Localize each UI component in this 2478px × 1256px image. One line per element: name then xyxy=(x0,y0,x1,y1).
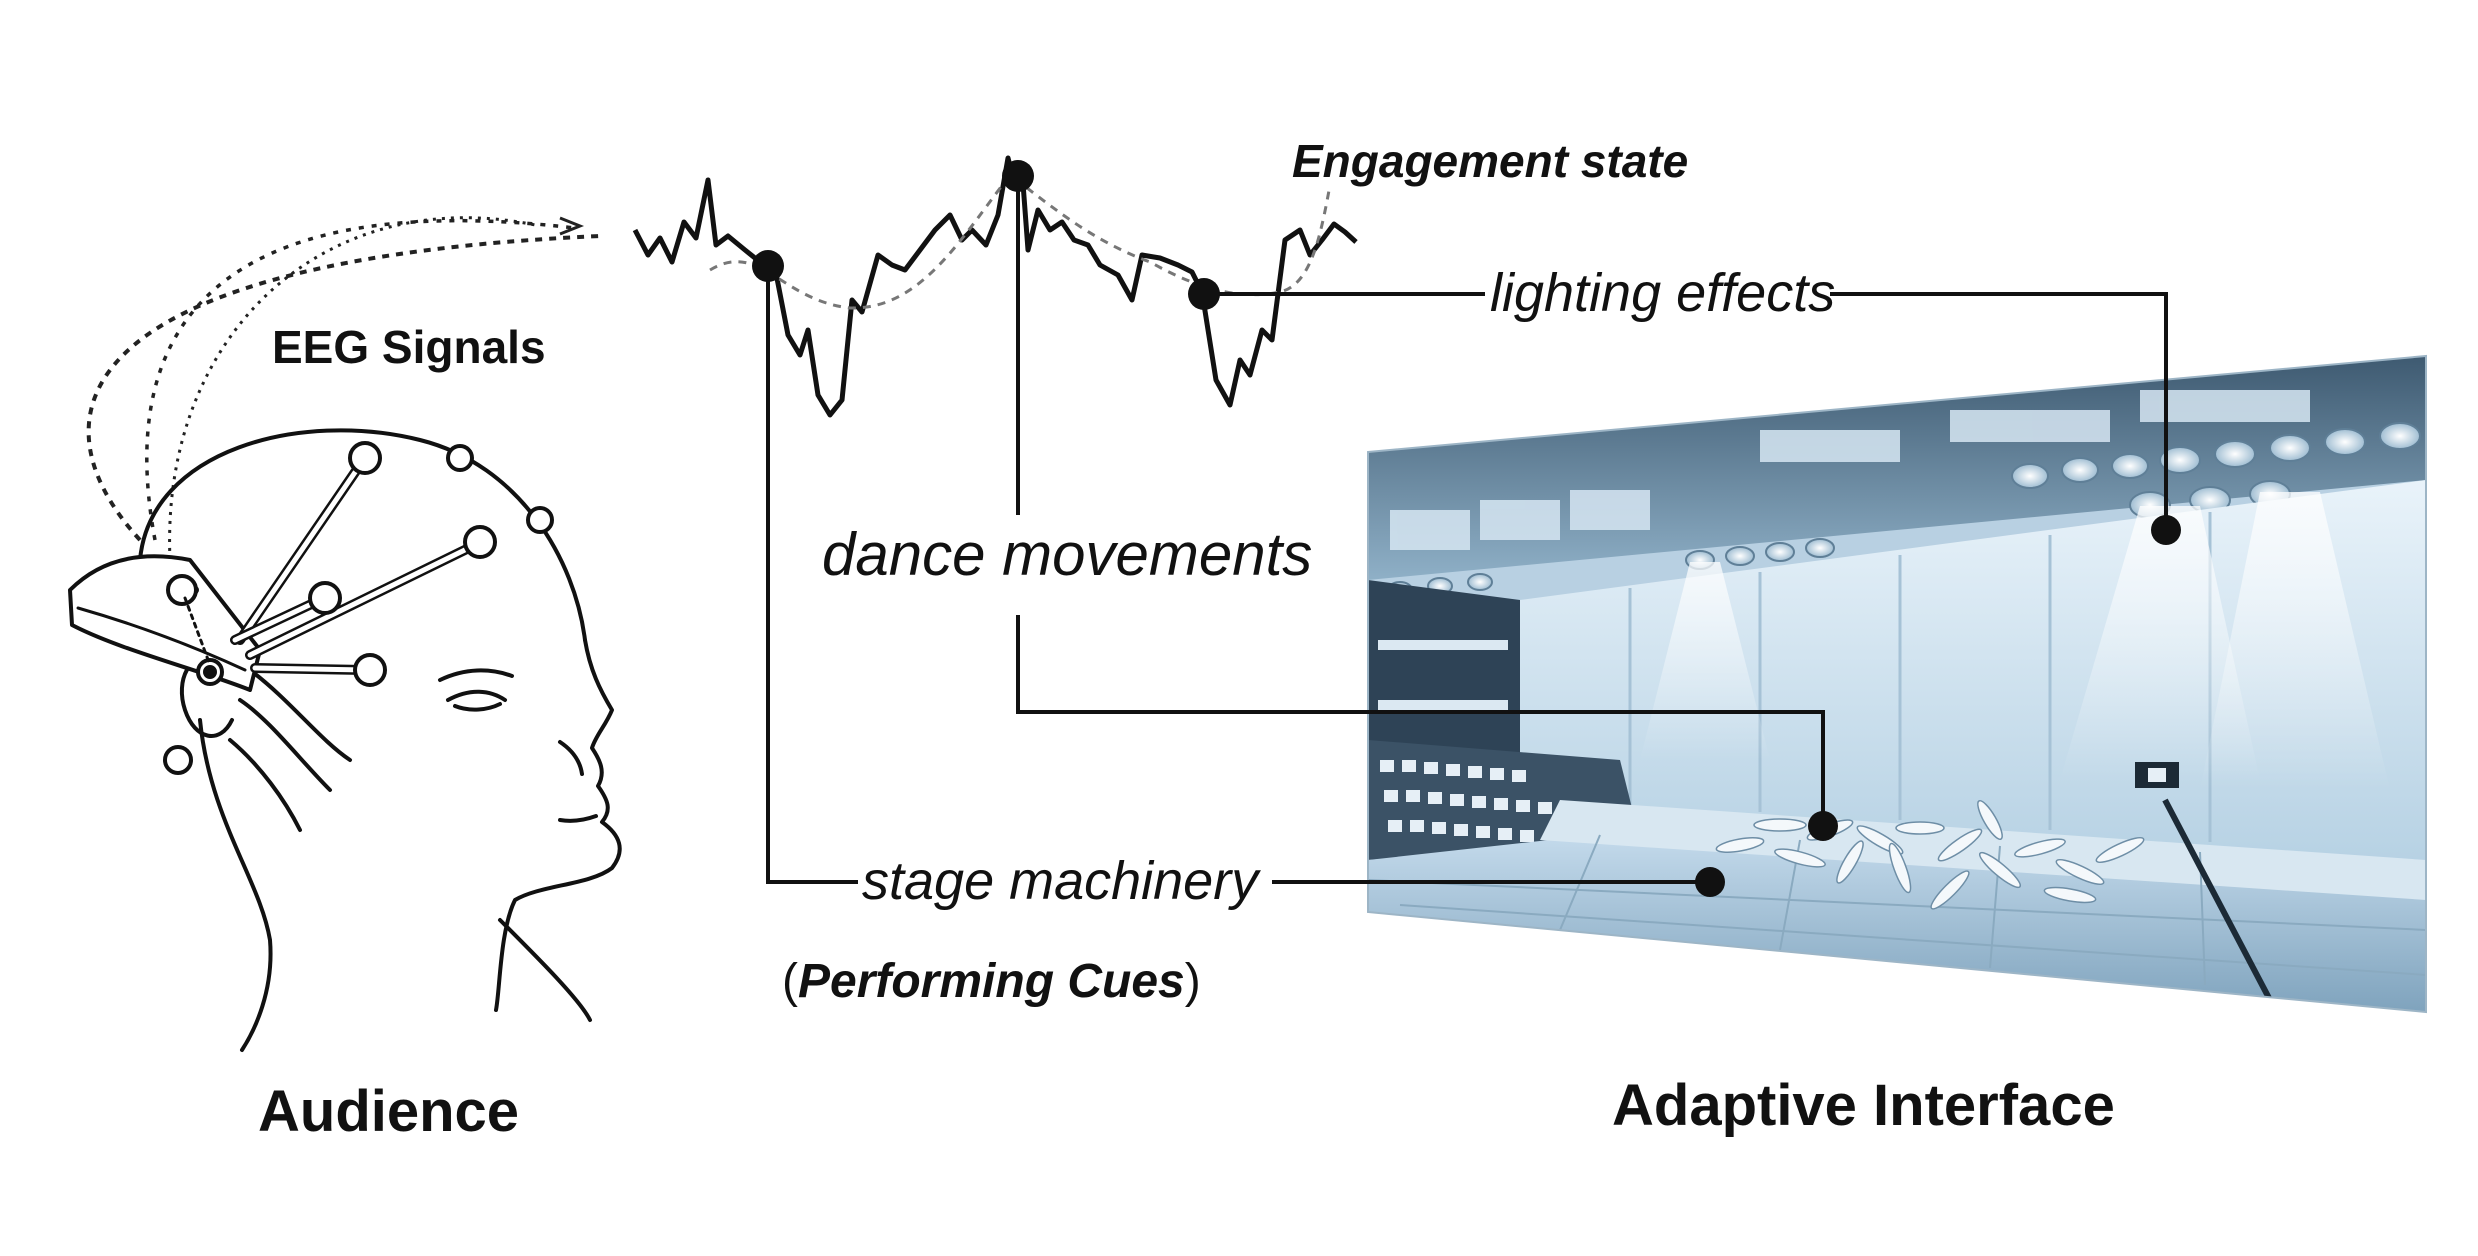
stage-render-frame xyxy=(1367,354,2427,1014)
dance-movements-target-dot xyxy=(1808,811,1838,841)
performing-cues-paren-close: ) xyxy=(1184,955,1201,1008)
eeg-raw-signal-line xyxy=(632,155,1358,418)
eeg-signals-label: EEG Signals xyxy=(272,321,546,373)
stage-machinery-target-dot xyxy=(1695,867,1725,897)
callout-connectors xyxy=(766,176,2168,884)
stage-machinery-label: stage machinery xyxy=(862,851,1259,911)
performing-cues-label: (Performing Cues) xyxy=(782,954,1201,1009)
engagement-signal-chart xyxy=(632,155,1358,418)
stage-render-image xyxy=(1368,356,2426,1012)
lighting-effects-target-dot xyxy=(2151,515,2181,545)
dance-movements-label: dance movements xyxy=(822,521,1313,588)
camera-icon xyxy=(2135,762,2273,1002)
adaptive-interface-label: Adaptive Interface xyxy=(1612,1073,2115,1138)
performing-cues-paren-open: ( xyxy=(782,955,798,1008)
head-with-eeg-headset-icon xyxy=(68,428,622,1052)
eeg-signal-arcs xyxy=(86,216,601,561)
dance-movements-connector-lower xyxy=(1016,615,1825,826)
lighting-effects-label: lighting effects xyxy=(1490,263,1836,323)
lighting-effects-connector-right xyxy=(1830,292,2168,530)
performing-cues-text: Performing Cues xyxy=(797,955,1185,1008)
audience-label: Audience xyxy=(258,1079,520,1144)
engagement-smoothed-line xyxy=(709,172,1332,310)
engagement-state-label: Engagement state xyxy=(1292,135,1689,187)
stage-machinery-connector xyxy=(766,266,858,884)
